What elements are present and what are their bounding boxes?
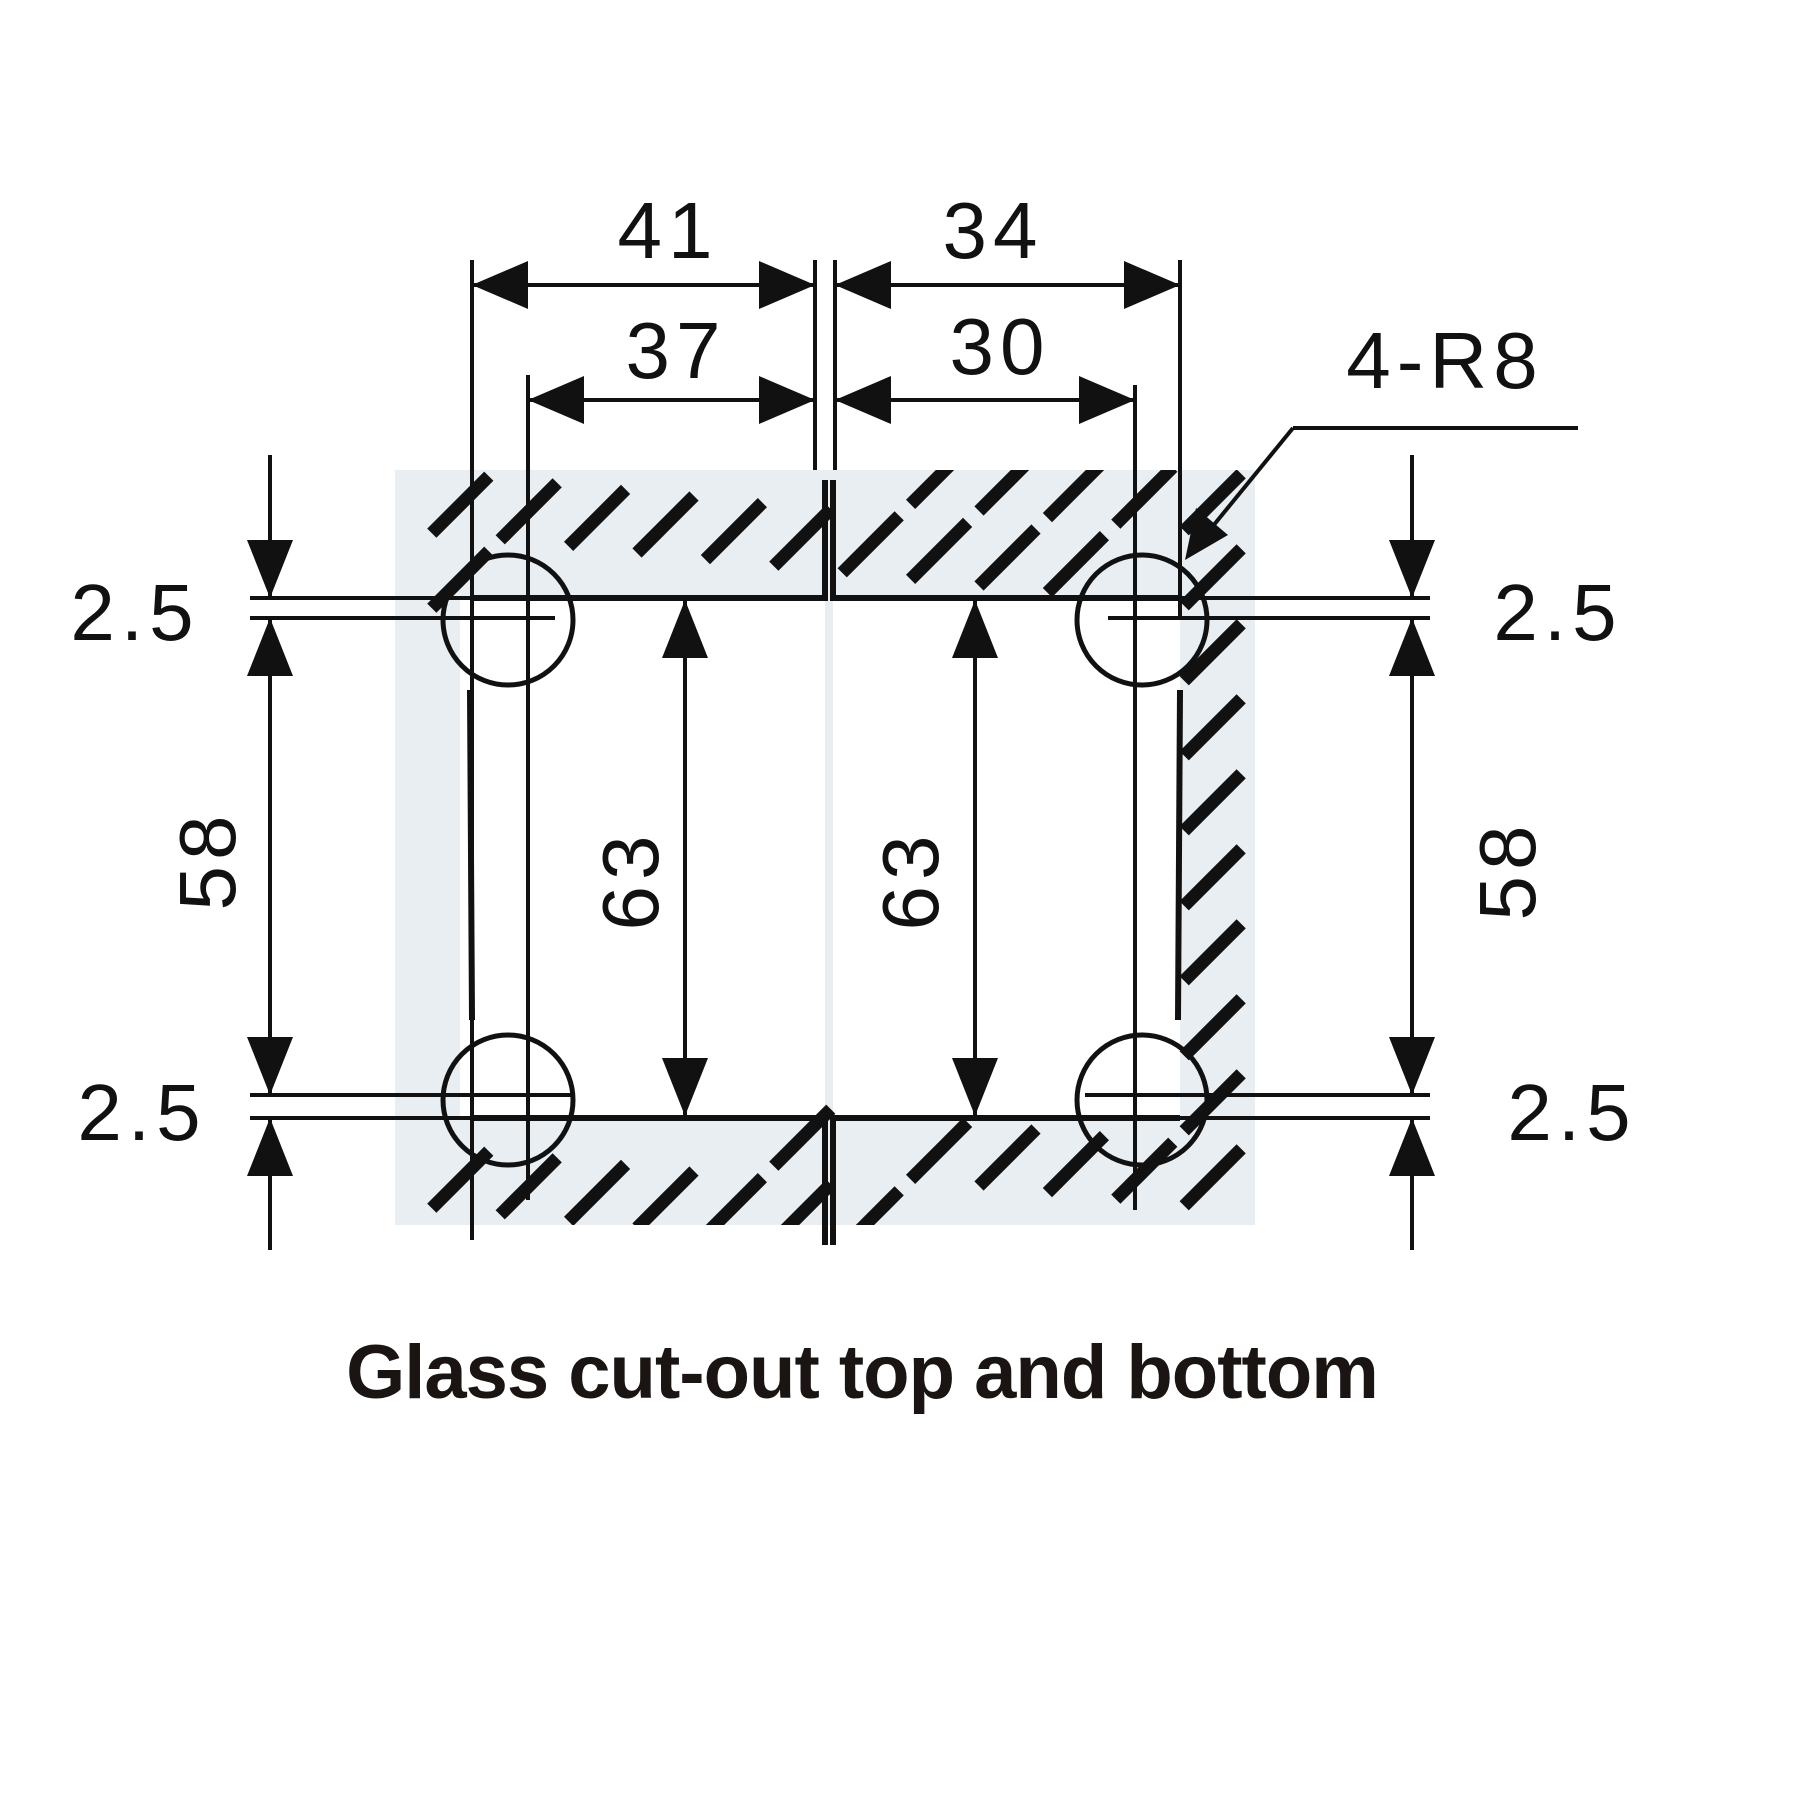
dim-label-center-left-63: 63: [586, 830, 675, 931]
dim-label-left-2-5-bottom: 2.5: [77, 1068, 206, 1157]
hatch-stroke: [564, 1159, 631, 1225]
hatch-stroke: [1111, 1137, 1178, 1204]
hatch-stroke: [837, 511, 904, 578]
dim-label-left-2-5-top: 2.5: [70, 568, 199, 657]
dimension-37: [528, 376, 815, 424]
dimension-center-left-63: [662, 600, 708, 1116]
hatch-stroke: [1179, 1069, 1246, 1136]
hatch-stroke: [1179, 844, 1246, 911]
hatch-stroke: [632, 491, 699, 558]
corner-radius-bottom-right: [1074, 1032, 1210, 1168]
dim-label-right-2-5-bottom: 2.5: [1507, 1068, 1636, 1157]
dimension-left-2-5-bottom: [247, 1118, 293, 1250]
cutout-area: [460, 598, 1180, 1118]
dimension-center-right-63: [952, 600, 998, 1116]
hatch-stroke: [1042, 531, 1109, 598]
hatch-stroke: [906, 517, 973, 584]
dim-label-41: 41: [618, 186, 719, 275]
dimension-left-2-5-top: [247, 455, 293, 598]
dimension-34: [835, 261, 1180, 309]
radius-leader: [1185, 426, 1578, 560]
hatch-stroke: [564, 484, 631, 551]
dimension-right-58: [1389, 618, 1435, 1095]
hatch-stroke: [1179, 619, 1246, 686]
hatch-stroke: [974, 1124, 1041, 1191]
dimension-right-2-5-top: [1389, 455, 1435, 598]
hatch-stroke: [974, 524, 1041, 591]
hatch-stroke: [632, 1166, 699, 1225]
dim-label-right-58: 58: [1463, 820, 1552, 921]
dim-label-center-right-63: 63: [866, 830, 955, 931]
hatch-stroke: [855, 1186, 904, 1225]
hatch-stroke: [906, 470, 955, 509]
dimension-41: [472, 261, 815, 309]
corner-radius-bottom-left: [440, 1032, 576, 1168]
hatch-stroke: [780, 1179, 836, 1225]
hatch-stroke: [1042, 470, 1105, 523]
dim-label-4-r8: 4-R8: [1346, 316, 1543, 405]
hatch-stroke: [1179, 919, 1246, 986]
hatch-stroke: [705, 1173, 767, 1225]
dimension-left-58: [247, 618, 293, 1095]
hatch-stroke: [1179, 769, 1246, 836]
dim-label-right-2-5-top: 2.5: [1493, 568, 1622, 657]
dim-label-37: 37: [626, 306, 727, 395]
hatch-stroke: [906, 1117, 973, 1184]
glass-hatching: [427, 470, 1246, 1225]
dim-label-34: 34: [943, 186, 1044, 275]
dim-label-30: 30: [950, 302, 1051, 391]
extension-lines: [250, 260, 1430, 1240]
hatch-stroke: [974, 470, 1030, 516]
diagram-caption: Glass cut-out top and bottom: [346, 1330, 1378, 1415]
hatch-stroke: [700, 498, 767, 565]
dimension-30: [835, 376, 1135, 424]
hatch-stroke: [427, 471, 494, 538]
hatch-stroke: [1179, 1144, 1246, 1211]
dim-label-left-58: 58: [163, 810, 252, 911]
dimension-right-2-5-bottom: [1389, 1118, 1435, 1250]
hatch-stroke: [769, 504, 836, 571]
hatch-stroke: [1179, 694, 1246, 761]
hatch-stroke: [1111, 470, 1178, 529]
hatch-stroke: [1179, 994, 1246, 1061]
